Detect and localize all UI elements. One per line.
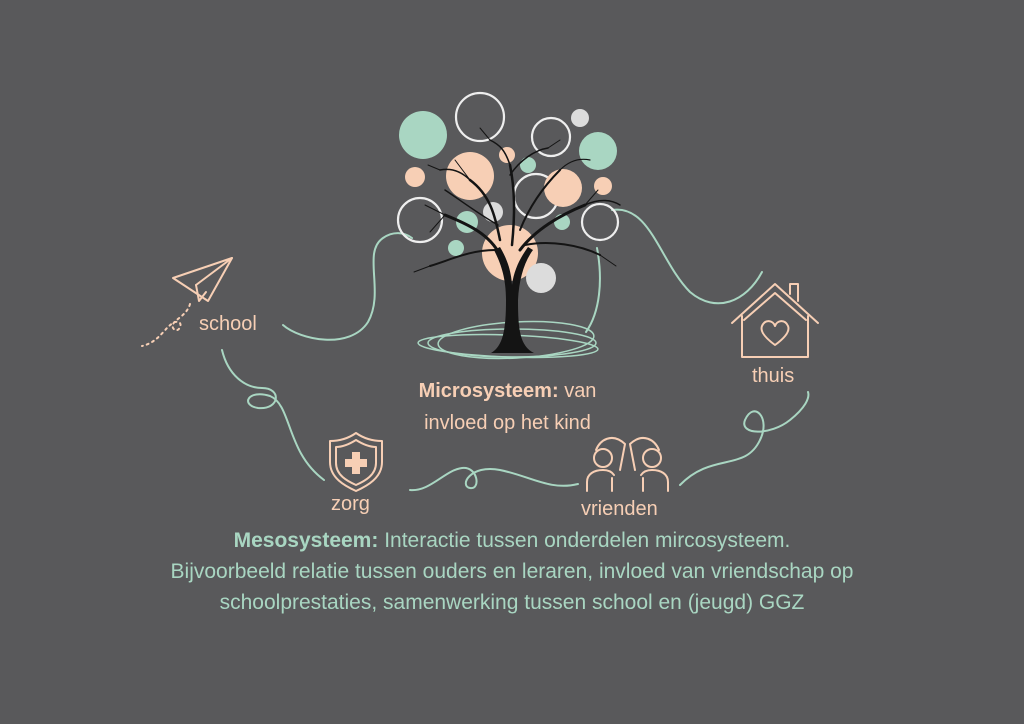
tree-twig <box>584 189 599 206</box>
plane-wing <box>195 284 207 302</box>
tree-branch <box>443 213 502 257</box>
plane-trail <box>141 303 191 347</box>
plane-body <box>172 257 233 302</box>
medical-cross <box>345 452 367 474</box>
canopy-circle-peach <box>405 167 425 187</box>
canopy-circle-peach <box>499 147 515 163</box>
curve-tree-to-ground <box>585 247 601 333</box>
canopy-circle-gray <box>571 109 589 127</box>
tree-icon <box>413 127 621 353</box>
canopy-circle-mint <box>520 157 536 173</box>
mesosysteem-title: Mesosysteem: <box>233 529 379 552</box>
tree-twig <box>547 139 561 149</box>
canopy-circle-ring <box>530 116 572 158</box>
house-walls <box>741 315 809 358</box>
tree-twig <box>424 204 446 216</box>
tree-branch <box>584 199 621 206</box>
tree-branch <box>429 249 496 267</box>
tree-twig <box>429 214 446 233</box>
curve-school-to-zorg <box>221 349 325 481</box>
mesosysteem-text-3: schoolprestaties, samenwerking tussen sc… <box>219 591 805 614</box>
curve-tree-to-thuis <box>611 208 763 305</box>
canopy-circle-peach <box>446 152 494 200</box>
label-thuis: thuis <box>752 365 795 387</box>
canopy-circle-peach <box>594 177 612 195</box>
tree-branch <box>559 158 591 171</box>
friend-head-right <box>642 448 662 468</box>
microsysteem-text-2: invloed op het kind <box>424 412 591 434</box>
tree-twig <box>599 254 617 267</box>
canopy-circle-peach <box>544 169 582 207</box>
plane-fold <box>195 257 233 286</box>
tree-branch <box>524 242 601 256</box>
house-roof-outer <box>731 283 819 324</box>
tree-branch <box>509 147 549 176</box>
tree-twig <box>454 159 471 181</box>
connector-lines <box>221 208 810 492</box>
label-vrienden: vrienden <box>581 498 658 520</box>
shield-outer <box>329 432 383 492</box>
house-heart <box>760 320 790 346</box>
mesosysteem-caption: Mesosysteem: Interactie tussen onderdele… <box>0 525 1024 618</box>
friend-body-left <box>586 469 615 492</box>
tree-branch <box>439 168 471 181</box>
friend-body-right <box>640 469 669 492</box>
curve-zorg-to-vrienden <box>409 466 579 492</box>
friend-head-left <box>593 448 613 468</box>
microsysteem-title: Microsysteem: <box>418 380 559 402</box>
microsysteem-caption: Microsysteem: van invloed op het kind <box>370 375 645 439</box>
friend-arm-left <box>595 436 626 471</box>
canopy-circle-mint <box>579 132 617 170</box>
curve-school-to-tree <box>282 232 413 341</box>
microsysteem-line-1: Microsysteem: van <box>370 375 645 407</box>
tree-branch <box>468 178 502 242</box>
shield-cross-icon <box>329 432 383 492</box>
tree-twig <box>413 265 431 273</box>
house-chimney <box>789 283 799 302</box>
mesosysteem-text-1: Interactie tussen onderdelen mircosystee… <box>384 529 791 552</box>
tree-trunk <box>491 247 534 353</box>
mesosysteem-text-2: Bijvoorbeeld relatie tussen ouders en le… <box>170 560 854 583</box>
mesosysteem-line-1: Mesosysteem: Interactie tussen onderdele… <box>0 525 1024 556</box>
tree-twig <box>427 164 441 171</box>
friend-arm-right <box>629 436 660 471</box>
house-heart-icon <box>731 283 819 358</box>
curve-vrienden-to-thuis <box>679 391 810 486</box>
canopy-circle-ring <box>396 196 444 244</box>
tree-branch <box>489 139 511 166</box>
canopy-circle-ring <box>454 91 506 143</box>
canopy-circle-gray <box>526 263 556 293</box>
high-five-icon <box>586 436 669 492</box>
paper-plane-icon <box>141 257 233 347</box>
microsysteem-text-1: van <box>564 380 597 402</box>
tree-branch <box>444 189 499 226</box>
shield-inner <box>335 439 377 486</box>
canopy-circle-mint <box>399 111 447 159</box>
canopy-circle-mint <box>448 240 464 256</box>
tree-canopy-circles <box>396 91 620 293</box>
label-zorg: zorg <box>331 493 370 515</box>
tree-twig <box>479 127 491 141</box>
tree-branch <box>519 169 561 231</box>
label-school: school <box>199 313 257 335</box>
canopy-circle-ring <box>580 202 620 242</box>
house-roof-inner <box>743 292 807 321</box>
